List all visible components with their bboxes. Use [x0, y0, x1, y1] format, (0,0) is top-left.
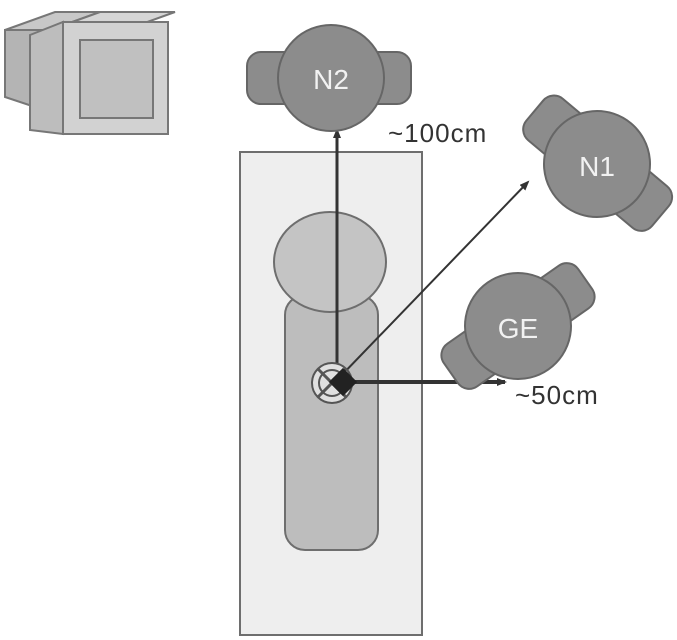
patient-head — [273, 211, 387, 313]
person-ge — [440, 262, 596, 390]
person-n2-label: N2 — [313, 64, 349, 95]
person-ge-label: GE — [498, 313, 538, 344]
patient-body — [284, 294, 379, 551]
arrow-to-n1 — [336, 180, 530, 381]
patient — [273, 211, 387, 551]
person-n2: N2 — [246, 24, 412, 132]
person-ge-head — [464, 272, 572, 380]
person-n2-head — [277, 24, 385, 132]
distance-50cm-label: ~50cm — [515, 380, 599, 410]
monitor-icon — [4, 11, 176, 136]
target-icon — [311, 362, 358, 404]
person-n1-label: N1 — [579, 151, 615, 182]
person-n1-head — [543, 110, 651, 218]
person-n1 — [522, 94, 674, 232]
distance-100cm-label: ~100cm — [388, 118, 487, 148]
